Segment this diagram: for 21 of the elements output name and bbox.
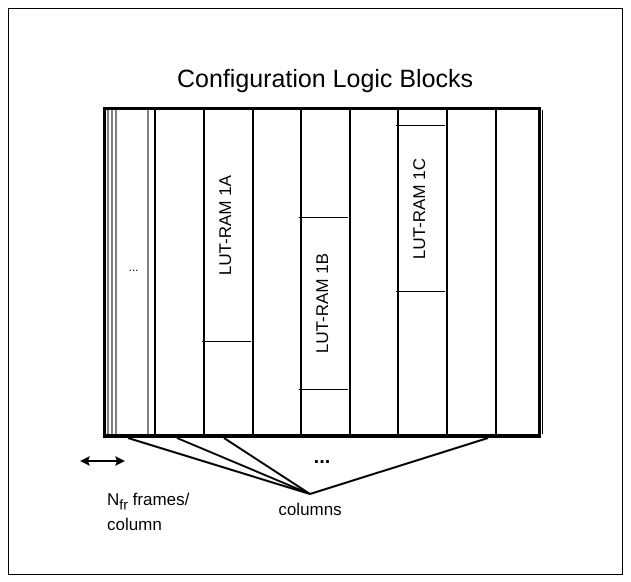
leader-line [176, 437, 310, 495]
column [496, 110, 542, 434]
ellipsis-text: ... [312, 446, 332, 469]
column [300, 110, 350, 434]
column [204, 110, 252, 434]
column [154, 110, 204, 434]
ellipsis-text: ... [127, 260, 140, 274]
column [398, 110, 446, 434]
column [446, 110, 496, 434]
leader-line [310, 437, 488, 495]
column [104, 110, 154, 434]
leader-line [128, 437, 310, 495]
dimension-label: N$_{fr}$ frames/ column [107, 490, 190, 534]
label-text: columns [270, 500, 350, 522]
column [252, 110, 300, 434]
lut-ram-box: LUT-RAM 1B [298, 217, 348, 390]
lut-ram-box: LUT-RAM 1C [396, 125, 444, 292]
lut-ram-box: LUT-RAM 1A [202, 110, 250, 342]
leader-line [223, 437, 311, 495]
column [350, 110, 398, 434]
block-heading: Configuration Logic Blocks [176, 65, 474, 94]
